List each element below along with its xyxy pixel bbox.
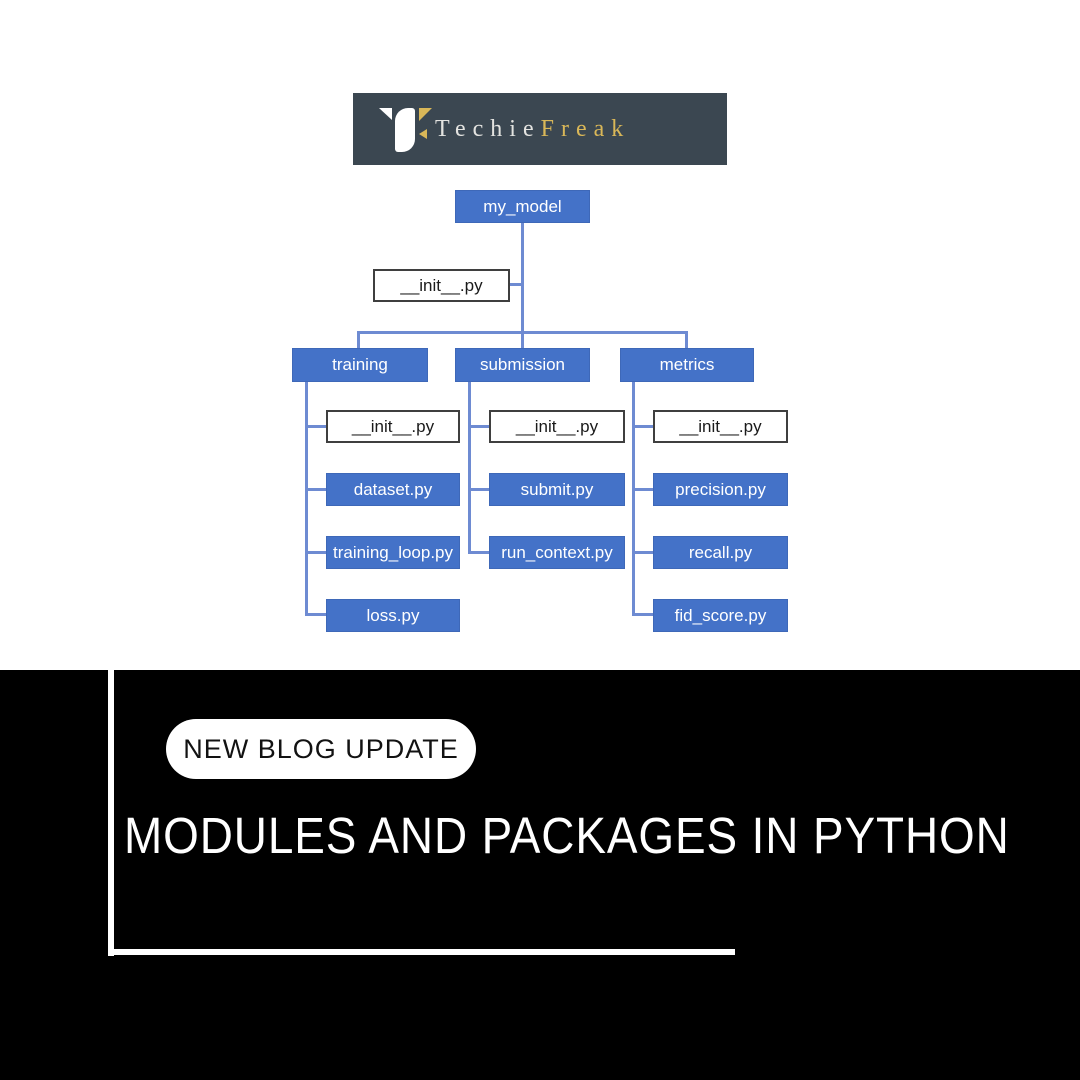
page-title: MODULES AND PACKAGES IN PYTHON xyxy=(124,807,1010,864)
connector-metrics-stub-4 xyxy=(632,613,653,616)
connector-metrics-stub-2 xyxy=(632,488,653,491)
connector-training-stub-3 xyxy=(305,551,326,554)
logo-gold-serif-shape xyxy=(419,108,432,121)
node-training-init-py: __init__.py xyxy=(326,410,460,443)
node-metrics-init-py: __init__.py xyxy=(653,410,788,443)
connector-submission-stub-3 xyxy=(468,551,489,554)
frame-bottom-line xyxy=(108,949,735,955)
logo-gold-wedge-shape xyxy=(419,129,427,139)
techiefreak-logo-icon xyxy=(375,105,432,155)
node-run-context-py: run_context.py xyxy=(489,536,625,569)
node-training-loop-py: training_loop.py xyxy=(326,536,460,569)
connector-metrics-stub-3 xyxy=(632,551,653,554)
node-loss-py: loss.py xyxy=(326,599,460,632)
node-recall-py: recall.py xyxy=(653,536,788,569)
connector-submission-stub-1 xyxy=(468,425,489,428)
connector-tier2-horizontal xyxy=(357,331,688,334)
connector-metrics-stub-1 xyxy=(632,425,653,428)
connector-drop-metrics xyxy=(685,331,688,348)
node-my-model: my_model xyxy=(455,190,590,223)
connector-metrics-column xyxy=(632,382,635,616)
connector-drop-training xyxy=(357,331,360,348)
node-submission-init-py: __init__.py xyxy=(489,410,625,443)
node-submission: submission xyxy=(455,348,590,382)
node-training: training xyxy=(292,348,428,382)
node-submit-py: submit.py xyxy=(489,473,625,506)
connector-submission-column xyxy=(468,382,471,553)
brand-name-first: Techie xyxy=(435,115,541,142)
connector-root-init-stub xyxy=(510,283,522,286)
footer-band xyxy=(0,670,1080,1080)
node-precision-py: precision.py xyxy=(653,473,788,506)
logo-t-body-shape xyxy=(395,108,415,152)
brand-name-second: Freak xyxy=(540,115,631,142)
connector-submission-stub-2 xyxy=(468,488,489,491)
node-dataset-py: dataset.py xyxy=(326,473,460,506)
new-blog-update-badge: NEW BLOG UPDATE xyxy=(166,719,476,779)
node-root-init-py: __init__.py xyxy=(373,269,510,302)
node-metrics: metrics xyxy=(620,348,754,382)
node-fid-score-py: fid_score.py xyxy=(653,599,788,632)
logo-serif-shape xyxy=(379,108,392,120)
connector-training-column xyxy=(305,382,308,616)
connector-root-vertical xyxy=(521,223,524,348)
connector-training-stub-2 xyxy=(305,488,326,491)
connector-training-stub-4 xyxy=(305,613,326,616)
frame-left-line xyxy=(108,670,114,956)
connector-training-stub-1 xyxy=(305,425,326,428)
